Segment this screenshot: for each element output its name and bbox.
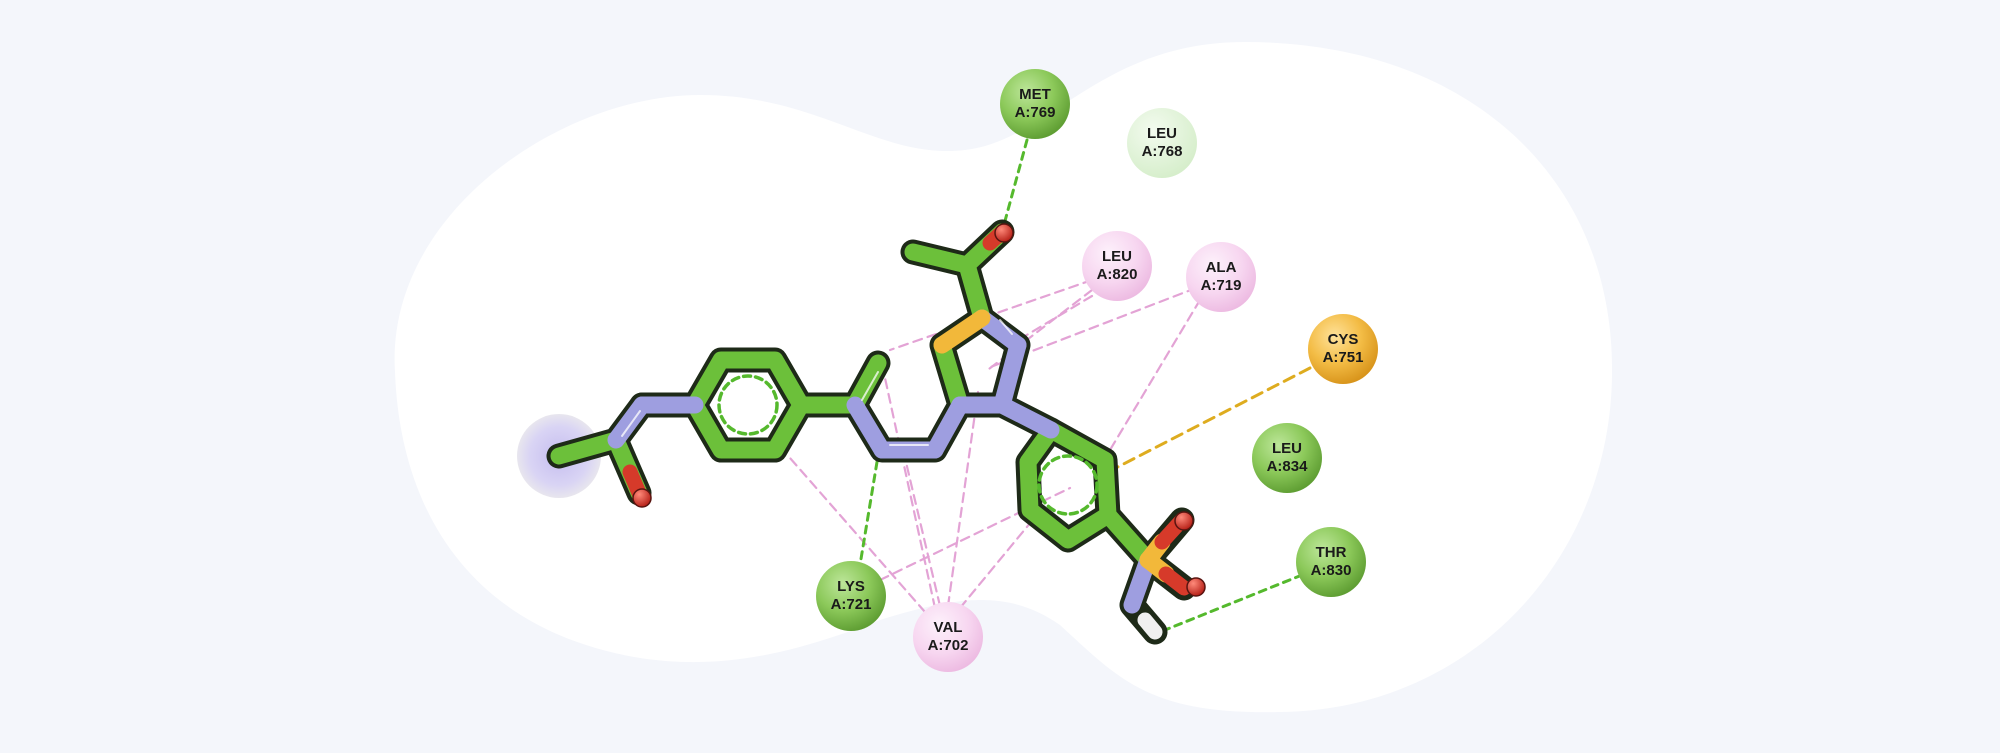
terminal-hydrogen bbox=[1137, 612, 1163, 640]
contact-line-val702-d bbox=[788, 456, 927, 614]
residue-nodes: MET A:769 LEU A:768 LEU A:820 ALA A:719 … bbox=[816, 69, 1378, 672]
contact-line-ala719-b bbox=[1096, 298, 1202, 472]
residue-node-ala719 bbox=[1186, 242, 1256, 312]
residue-lys721: LYS A:721 bbox=[816, 561, 886, 631]
residue-name-leu820: LEU bbox=[1102, 248, 1132, 265]
residue-cys751: CYS A:751 bbox=[1308, 314, 1378, 384]
contact-line-val702-c bbox=[946, 390, 980, 608]
residue-node-leu834 bbox=[1252, 423, 1322, 493]
residue-thr830: THR A:830 bbox=[1296, 527, 1366, 597]
residue-name-met769: MET bbox=[1019, 86, 1051, 103]
residue-leu820: LEU A:820 bbox=[1082, 231, 1152, 301]
pi-sulfur-line-cys751 bbox=[1106, 366, 1312, 474]
residue-node-leu768 bbox=[1127, 108, 1197, 178]
residue-leu768: LEU A:768 bbox=[1127, 108, 1197, 178]
residue-position-leu820: A:820 bbox=[1097, 266, 1138, 283]
residue-met769: MET A:769 bbox=[1000, 69, 1070, 139]
residue-name-val702: VAL bbox=[934, 619, 963, 636]
residue-name-lys721: LYS bbox=[837, 578, 865, 595]
residue-node-leu820 bbox=[1082, 231, 1152, 301]
hbond-line-lys721 bbox=[858, 460, 879, 567]
aromatic-ring-right bbox=[1037, 454, 1099, 516]
ligand-structure bbox=[517, 219, 1206, 645]
residue-node-lys721 bbox=[816, 561, 886, 631]
residue-name-ala719: ALA bbox=[1206, 259, 1237, 276]
hbond-line-met769 bbox=[1000, 138, 1029, 234]
residue-position-met769: A:769 bbox=[1015, 104, 1056, 121]
contact-line-val702-b bbox=[903, 456, 942, 608]
residue-name-leu768: LEU bbox=[1147, 125, 1177, 142]
residue-node-val702 bbox=[913, 602, 983, 672]
residue-position-thr830: A:830 bbox=[1311, 562, 1352, 579]
oxygen-atoms bbox=[632, 223, 1206, 597]
residue-name-cys751: CYS bbox=[1328, 331, 1359, 348]
residue-position-lys721: A:721 bbox=[831, 596, 872, 613]
residue-position-val702: A:702 bbox=[928, 637, 969, 654]
aromatic-ring-left bbox=[717, 374, 779, 436]
bond-highlights bbox=[621, 319, 1013, 446]
residue-name-leu834: LEU bbox=[1272, 440, 1302, 457]
residue-position-cys751: A:751 bbox=[1323, 349, 1364, 366]
residue-leu834: LEU A:834 bbox=[1252, 423, 1322, 493]
residue-name-thr830: THR bbox=[1316, 544, 1347, 561]
residue-position-leu768: A:768 bbox=[1142, 143, 1183, 160]
residue-position-leu834: A:834 bbox=[1267, 458, 1309, 475]
residue-ala719: ALA A:719 bbox=[1186, 242, 1256, 312]
residue-node-met769 bbox=[1000, 69, 1070, 139]
residue-val702: VAL A:702 bbox=[913, 602, 983, 672]
carbon-bonds bbox=[550, 223, 1157, 569]
residue-node-cys751 bbox=[1308, 314, 1378, 384]
hydrogen-bond-lines bbox=[858, 138, 1304, 634]
contact-line-lys721-ring bbox=[878, 486, 1072, 582]
aromatic-rings bbox=[717, 374, 1099, 516]
contact-line-val702-a bbox=[878, 353, 937, 610]
residue-node-thr830 bbox=[1296, 527, 1366, 597]
hbond-line-thr830 bbox=[1158, 573, 1304, 634]
residue-position-ala719: A:719 bbox=[1201, 277, 1242, 294]
